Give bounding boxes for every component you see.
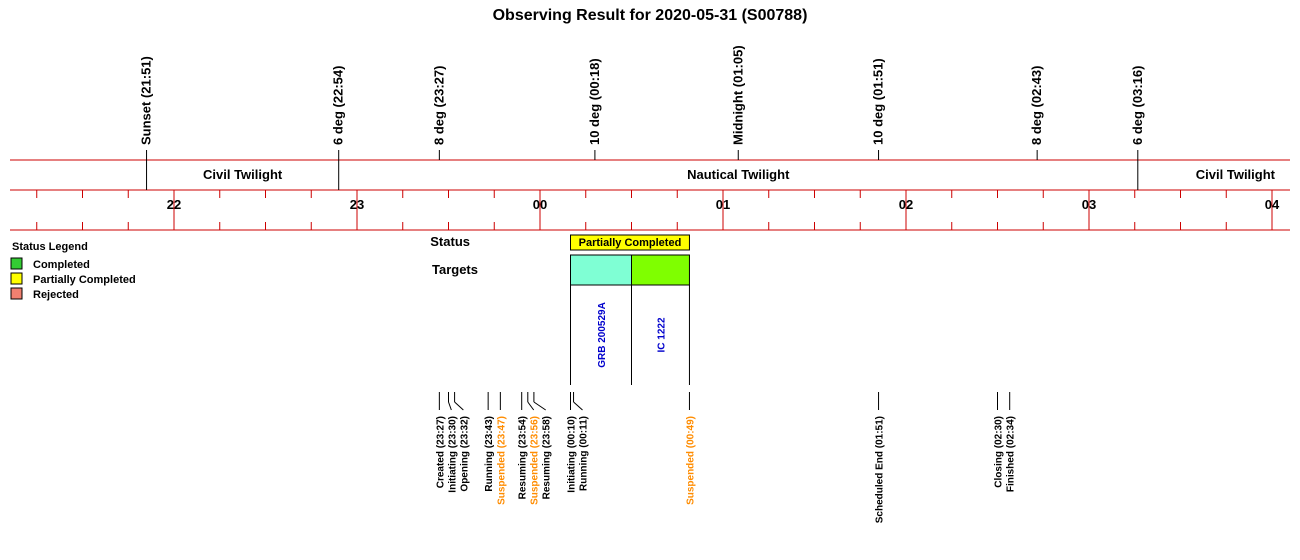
time-marker-label: 10 deg (01:51) [871,58,886,145]
status-row-label: Status [430,234,470,249]
legend-title: Status Legend [12,241,88,253]
hour-label: 22 [167,197,181,212]
twilight-band-label: Civil Twilight [1196,167,1276,182]
event-label: Suspended (23:47) [496,416,507,505]
status-bar [570,234,690,251]
event-label: Running (00:11) [579,416,590,491]
time-marker-label: 6 deg (22:54) [331,66,346,145]
event-label: Finished (02:34) [1006,416,1017,492]
twilight-bands: Civil Twilight Nautical Twilight Civil Twi… [146,160,1276,190]
hour-label: 00 [533,197,547,212]
time-marker-label: 8 deg (23:27) [431,66,446,145]
legend-label: Completed [33,259,90,271]
event-leader [448,401,452,411]
targets-row-label: Targets [432,262,478,277]
time-marker-label: Midnight (01:05) [730,45,745,145]
legend-swatch [10,272,23,285]
target-bar [631,254,690,286]
event-leader [527,401,535,411]
target-name: IC 1222 [656,317,667,352]
legend-label: Partially Completed [33,274,136,286]
chart-title: Observing Result for 2020-05-31 (S00788) [493,7,808,24]
time-marker-label: Sunset (21:51) [139,56,154,145]
legend-swatch [10,287,23,300]
twilight-band-label: Civil Twilight [203,167,283,182]
hour-ticks: 22 23 00 01 02 03 04 [167,197,1280,212]
legend-label: Rejected [33,289,79,301]
hour-label: 23 [350,197,364,212]
hour-label: 01 [716,197,730,212]
event-label: Resuming (23:58) [542,416,553,499]
event-leader [454,401,464,411]
event-label: Suspended (23:56) [530,416,541,505]
event-label: Opening (23:32) [459,416,470,492]
event-label: Closing (02:30) [994,416,1005,488]
time-axis [10,159,1290,231]
event-label: Created (23:27) [435,416,446,488]
event-label: Resuming (23:54) [518,416,529,499]
target-bar [570,254,632,286]
event-label: Running (23:43) [484,416,495,492]
hour-label: 02 [899,197,913,212]
event-markers: Created (23:27)Initiating (23:30)Opening… [435,392,1017,523]
legend-swatch [10,257,23,270]
event-label: Suspended (00:49) [685,416,696,505]
time-marker-label: 10 deg (00:18) [587,58,602,145]
event-label: Scheduled End (01:51) [875,416,886,523]
target-name: GRB 200529A [597,302,608,368]
hour-label: 04 [1265,197,1280,212]
time-marker-label: 8 deg (02:43) [1029,66,1044,145]
time-marker-label: 6 deg (03:16) [1130,66,1145,145]
time-markers: Sunset (21:51) 6 deg (22:54) 8 deg (23:27)… [139,45,1145,160]
hour-label: 03 [1082,197,1096,212]
event-leader [533,401,546,411]
twilight-band-label: Nautical Twilight [687,167,790,182]
event-label: Initiating (23:30) [447,416,458,493]
status-bar-label: Partially Completed [579,237,682,249]
event-leader [573,401,583,411]
event-label: Initiating (00:10) [567,416,578,493]
